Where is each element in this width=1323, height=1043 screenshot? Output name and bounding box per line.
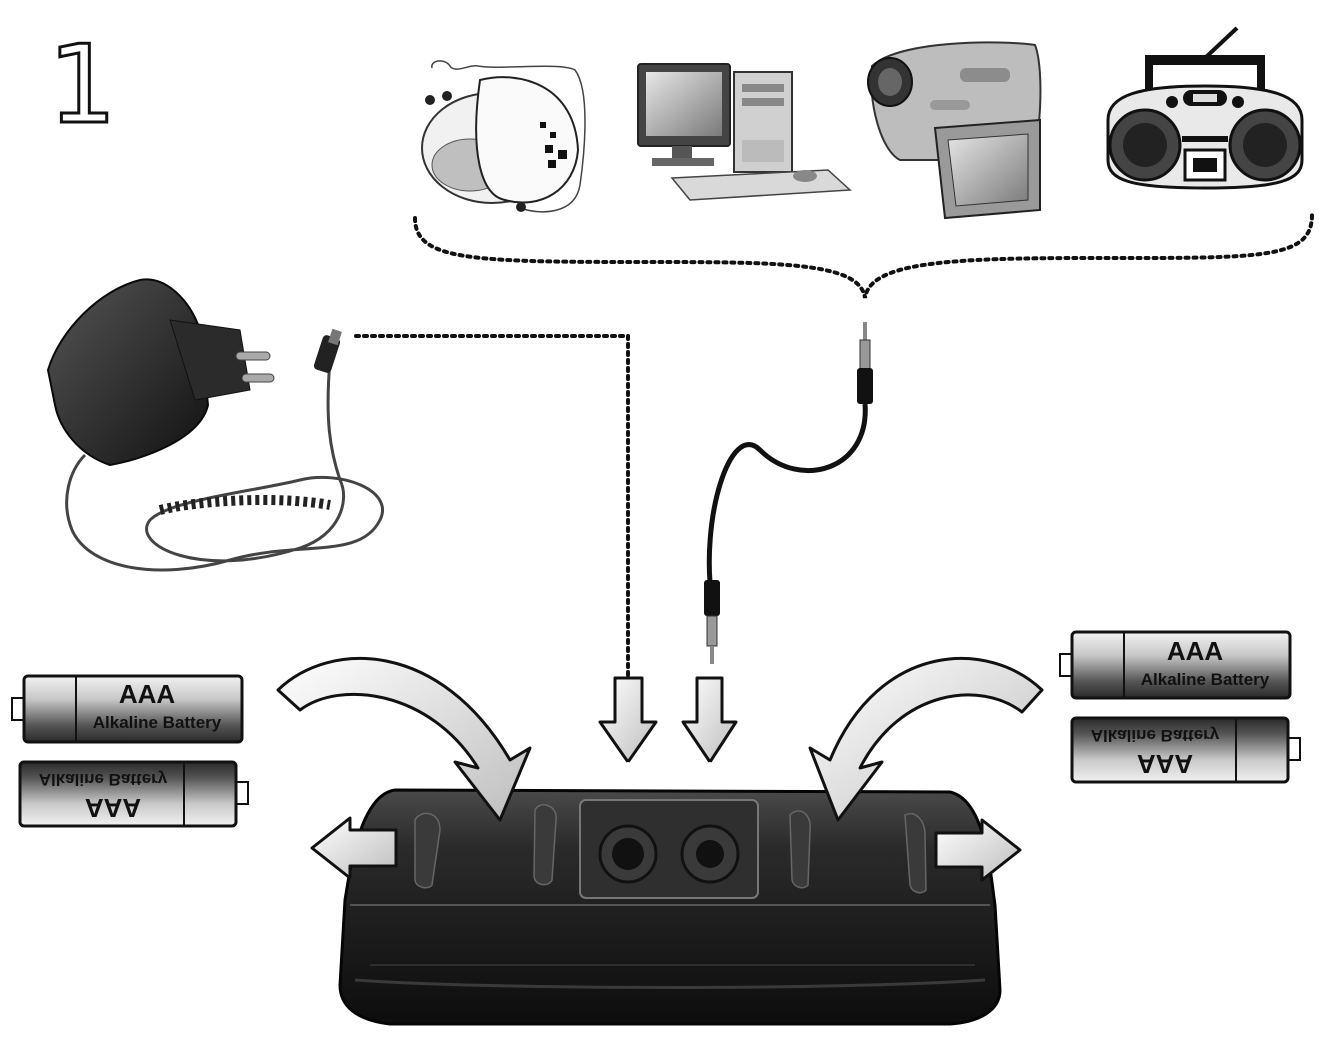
battery-type-label: AAA xyxy=(85,793,142,823)
battery-type-label: AAA xyxy=(119,679,176,709)
battery-chem-label: Alkaline Battery xyxy=(1091,726,1220,745)
battery-left-top: AAA Alkaline Battery xyxy=(11,674,244,744)
left-side-arrow xyxy=(310,816,398,880)
sources-brace xyxy=(413,213,1314,299)
battery-right-top: AAA Alkaline Battery xyxy=(1059,630,1292,700)
step-number: 1 xyxy=(48,23,117,148)
power-dotted-line xyxy=(354,334,630,678)
audio-cable xyxy=(704,322,873,664)
camcorder-icon xyxy=(867,41,1042,220)
power-adapter-icon xyxy=(46,278,384,572)
speaker-unit xyxy=(338,788,1002,1026)
computer-icon xyxy=(637,63,852,201)
boombox-icon xyxy=(1106,26,1304,190)
dc-power-jack[interactable] xyxy=(598,824,658,884)
aux-input-jack[interactable] xyxy=(680,824,740,884)
battery-left-bottom: AAA Alkaline Battery xyxy=(18,760,249,828)
dc-jack-arrow xyxy=(598,676,658,764)
aux-jack-arrow xyxy=(681,676,738,764)
cd-player-icon xyxy=(421,60,586,213)
right-side-arrow xyxy=(934,818,1022,882)
battery-chem-label: Alkaline Battery xyxy=(39,770,168,789)
battery-type-label: AAA xyxy=(1167,636,1224,666)
battery-right-bottom: AAA Alkaline Battery xyxy=(1070,716,1301,784)
battery-type-label: AAA xyxy=(1137,749,1194,779)
left-curved-arrow xyxy=(276,656,532,822)
battery-chem-label: Alkaline Battery xyxy=(1141,670,1270,689)
right-curved-arrow xyxy=(808,656,1044,822)
battery-chem-label: Alkaline Battery xyxy=(93,713,222,732)
